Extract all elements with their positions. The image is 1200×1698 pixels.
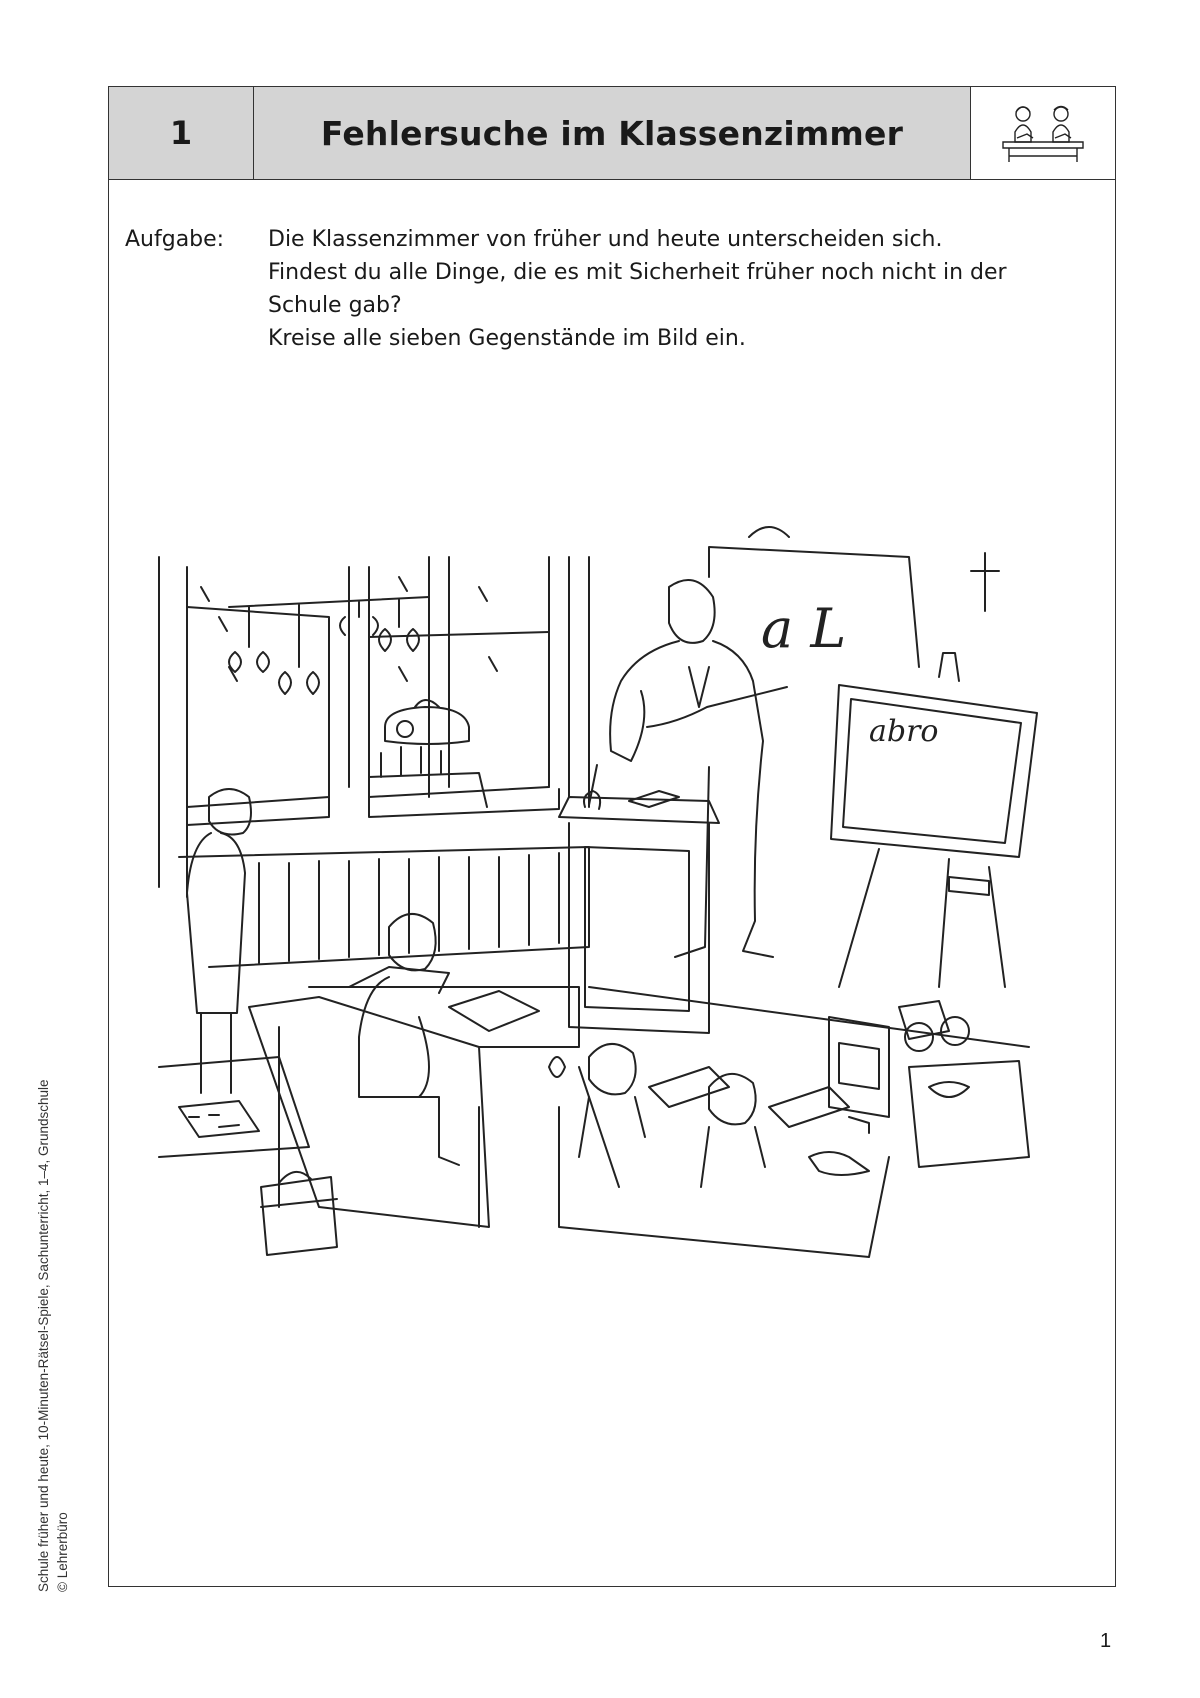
task-line: Kreise alle sieben Gegenstände im Bild e… xyxy=(268,326,746,351)
radiator xyxy=(178,846,590,968)
wall-chart-text: a L xyxy=(761,597,846,660)
task-label: Aufgabe: xyxy=(125,227,225,252)
cd-player xyxy=(384,699,470,745)
task-line: Schule gab? xyxy=(268,293,402,318)
worksheet-title: Fehlersuche im Klassenzimmer xyxy=(254,87,971,179)
teacher-lectern xyxy=(558,764,720,1034)
classroom-illustration: a L abro xyxy=(158,526,1038,1258)
butterfly-mobile xyxy=(228,596,430,695)
computer-monitor xyxy=(808,1016,890,1176)
seated-boy-bench xyxy=(248,913,580,1228)
book-box xyxy=(368,746,488,808)
worksheet-header: 1 Fehlersuche im Klassenzimmer xyxy=(109,87,1115,180)
task-instructions: Aufgabe: Die Klassenzimmer von früher un… xyxy=(125,223,1085,355)
school-bag xyxy=(260,1171,338,1256)
two-girls xyxy=(558,1043,890,1258)
blackboard-text: abro xyxy=(869,714,939,749)
wall-chart: a L xyxy=(708,526,920,668)
copyright-credit: Schule früher und heute, 10-Minuten-Räts… xyxy=(34,892,72,1592)
task-text: Die Klassenzimmer von früher und heute u… xyxy=(268,223,1085,355)
teacher-figure xyxy=(609,578,788,958)
credit-line-2: © Lehrerbüro xyxy=(55,1512,70,1592)
credit-line-1: Schule früher und heute, 10-Minuten-Räts… xyxy=(36,1079,51,1592)
worksheet-frame: 1 Fehlersuche im Klassenzimmer Aufgabe: … xyxy=(108,86,1116,1587)
standing-boy xyxy=(186,788,252,1094)
floor-lines xyxy=(578,986,1030,1188)
cross-icon xyxy=(970,552,1000,612)
front-left-desk xyxy=(158,1056,310,1158)
toy-box xyxy=(898,1000,1030,1168)
children-at-desk-icon xyxy=(971,87,1115,179)
task-line: Findest du alle Dinge, die es mit Sicher… xyxy=(268,260,1007,285)
worksheet-number: 1 xyxy=(109,87,254,179)
task-line: Die Klassenzimmer von früher und heute u… xyxy=(268,227,943,252)
window-wall xyxy=(158,556,590,898)
page-number: 1 xyxy=(1100,1630,1112,1652)
blackboard-easel: abro xyxy=(830,652,1038,988)
